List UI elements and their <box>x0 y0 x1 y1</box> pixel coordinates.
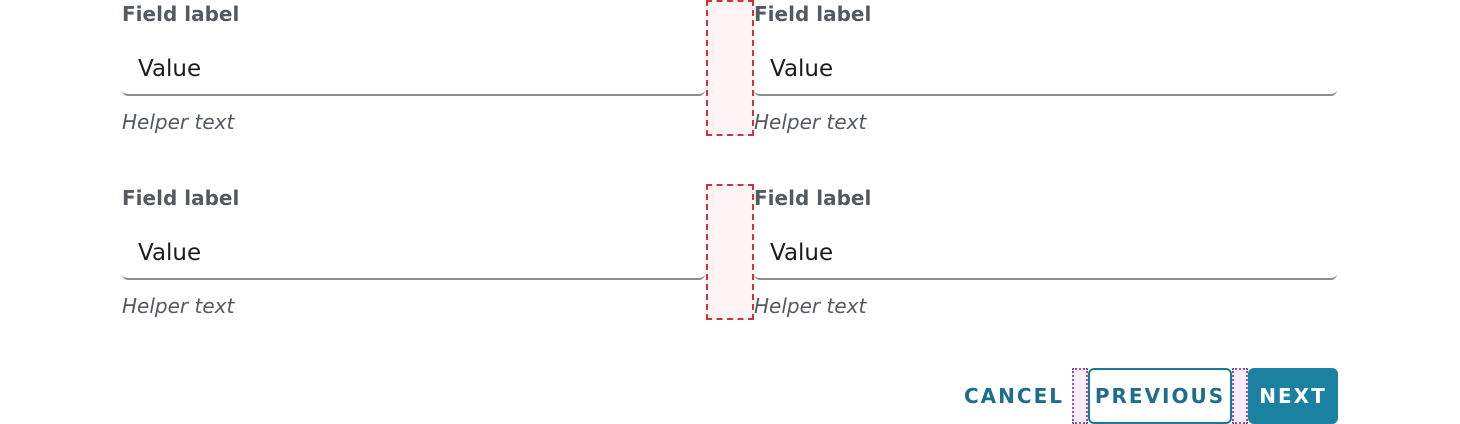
column-gutter-guide <box>706 184 754 320</box>
helper-text: Helper text <box>122 294 235 318</box>
text-input[interactable] <box>754 228 1337 280</box>
helper-text: Helper text <box>754 110 867 134</box>
button-spacing-guide <box>1072 368 1088 424</box>
button-spacing-guide <box>1232 368 1248 424</box>
field-label: Field label <box>754 186 872 210</box>
text-input[interactable] <box>122 228 705 280</box>
previous-button[interactable]: PREVIOUS <box>1088 368 1232 424</box>
cancel-button[interactable]: CANCEL <box>958 368 1070 424</box>
helper-text: Helper text <box>122 110 235 134</box>
text-input[interactable] <box>122 44 705 96</box>
next-button[interactable]: NEXT <box>1248 368 1338 424</box>
field-label: Field label <box>122 186 240 210</box>
text-input[interactable] <box>754 44 1337 96</box>
field-label: Field label <box>122 2 240 26</box>
column-gutter-guide <box>706 0 754 136</box>
field-label: Field label <box>754 2 872 26</box>
helper-text: Helper text <box>754 294 867 318</box>
